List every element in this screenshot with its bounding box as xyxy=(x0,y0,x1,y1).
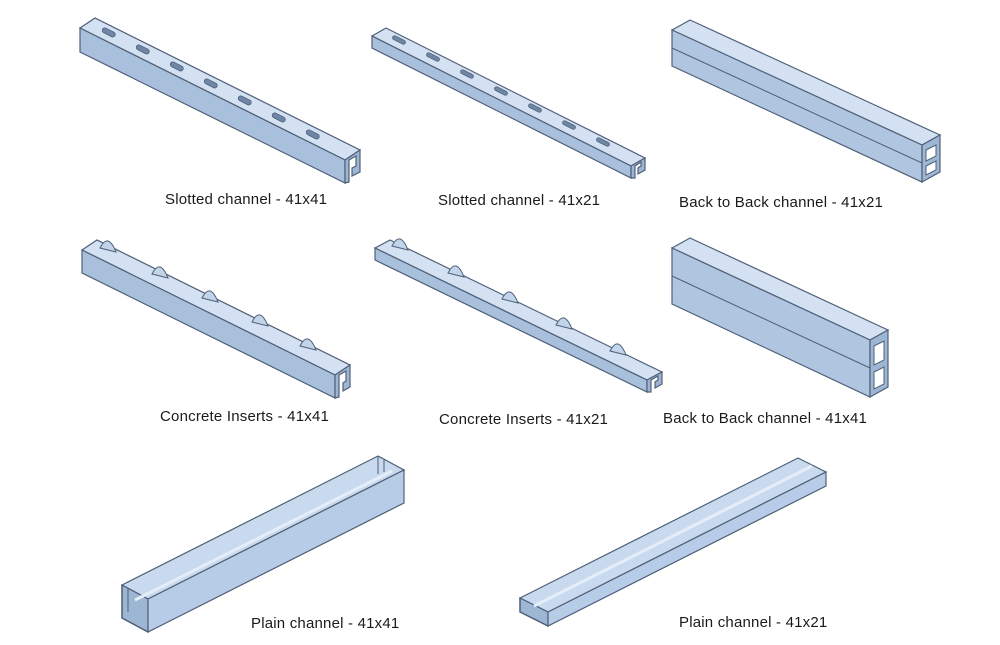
caption-b2b-41x21: Back to Back channel - 41x21 xyxy=(679,194,884,211)
caption-b2b-41x41: Back to Back channel - 41x41 xyxy=(663,410,868,427)
caption-concrete-41x21: Concrete Inserts - 41x21 xyxy=(439,411,609,428)
caption-plain-41x41: Plain channel - 41x41 xyxy=(251,615,400,632)
caption-slotted-41x41: Slotted channel - 41x41 xyxy=(165,191,328,208)
caption-concrete-41x41: Concrete Inserts - 41x41 xyxy=(160,408,330,425)
caption-plain-41x21: Plain channel - 41x21 xyxy=(679,614,828,631)
caption-slotted-41x21: Slotted channel - 41x21 xyxy=(438,192,601,209)
